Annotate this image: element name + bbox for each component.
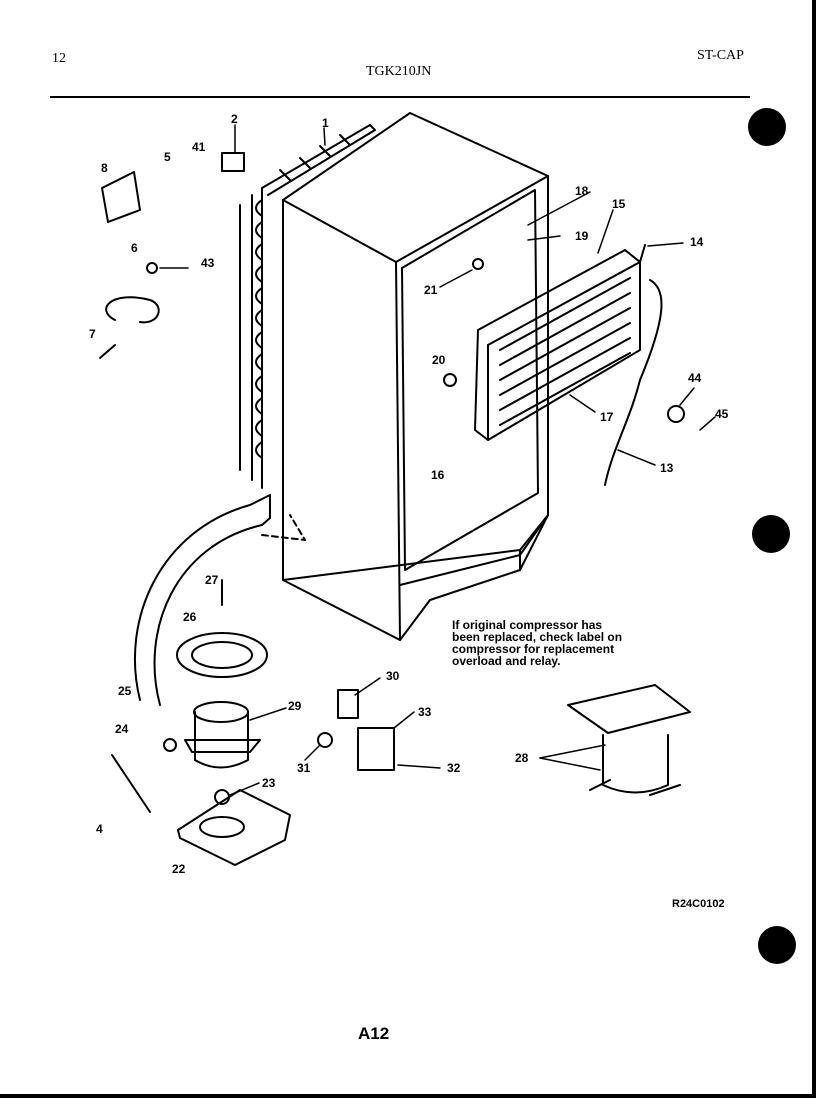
- condenser-coil: [239, 124, 376, 489]
- header-rule: [50, 96, 750, 98]
- callout-17: 17: [600, 410, 614, 424]
- callout-23: 23: [262, 776, 276, 790]
- binder-hole-middle: [752, 515, 790, 553]
- callout-44: 44: [688, 371, 702, 385]
- callout-32: 32: [447, 761, 461, 775]
- callout-27: 27: [205, 573, 219, 587]
- callout-25: 25: [118, 684, 132, 698]
- callout-22: 22: [172, 862, 186, 876]
- callout-31: 31: [297, 761, 311, 775]
- callout-43: 43: [201, 256, 215, 270]
- callout-16: 16: [431, 468, 445, 482]
- callout-26: 26: [183, 610, 197, 624]
- section-code: ST-CAP: [697, 48, 744, 63]
- reference-code: R24C0102: [672, 898, 725, 910]
- callout-8: 8: [101, 161, 108, 175]
- compressor-base: [177, 789, 291, 866]
- callout-41: 41: [192, 140, 206, 154]
- binder-hole-bottom: [758, 926, 796, 964]
- callout-14: 14: [690, 235, 704, 249]
- callout-19: 19: [575, 229, 589, 243]
- callout-5: 5: [164, 150, 171, 164]
- callout-1: 1: [322, 116, 329, 130]
- evaporator: [474, 244, 663, 486]
- callout-29: 29: [288, 699, 302, 713]
- callout-30: 30: [386, 669, 400, 683]
- binder-hole-top: [748, 108, 786, 146]
- callout-33: 33: [418, 705, 432, 719]
- callout-4: 4: [96, 822, 103, 836]
- curved-arrow: [133, 494, 306, 706]
- callout-labels: 1 2 4 5 6 7 8 13 14 15 16 17 18 19 20 21…: [89, 112, 729, 876]
- callout-6: 6: [131, 241, 138, 255]
- callout-20: 20: [432, 353, 446, 367]
- refrigerator-cabinet: [282, 112, 549, 641]
- relay-overload: [317, 689, 395, 771]
- callout-13: 13: [660, 461, 674, 475]
- compressor: [176, 579, 268, 769]
- callout-45: 45: [715, 407, 729, 421]
- compressor-note: If original compressor has been replaced…: [452, 618, 623, 668]
- callout-28: 28: [515, 751, 529, 765]
- callout-21: 21: [424, 283, 438, 297]
- callout-15: 15: [612, 197, 626, 211]
- page-number: 12: [52, 51, 66, 66]
- callout-7: 7: [89, 327, 96, 341]
- model-number: TGK210JN: [366, 64, 432, 79]
- callout-2: 2: [231, 112, 238, 126]
- page-label: A12: [358, 1024, 390, 1043]
- callout-24: 24: [115, 722, 129, 736]
- small-parts: [99, 152, 685, 813]
- alternate-compressor: [567, 684, 691, 796]
- leader-lines: [159, 124, 716, 796]
- callout-18: 18: [575, 184, 589, 198]
